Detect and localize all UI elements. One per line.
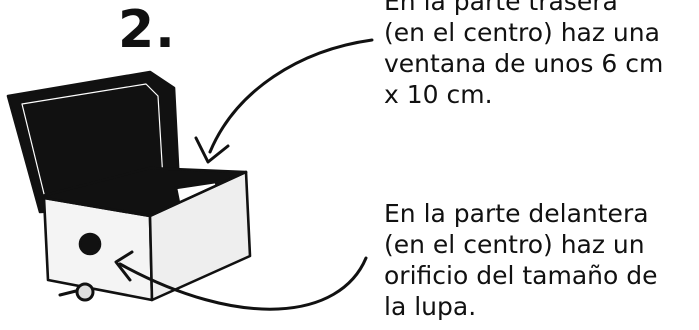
instruction-back: En la parte trasera (en el centro) haz u… [384, 0, 663, 110]
curved-arrow-icon [114, 250, 368, 311]
instruction-front: En la parte delantera (en el centro) haz… [384, 198, 657, 322]
instruction-back-line: En la parte trasera [384, 0, 618, 16]
instruction-front-line: la lupa. [384, 292, 477, 321]
instruction-front-line: orificio del tamaño de [384, 261, 658, 290]
instruction-front-line: (en el centro) haz un [384, 230, 645, 259]
front-hole [78, 232, 102, 256]
instruction-back-line: ventana de unos 6 cm [384, 49, 664, 78]
curved-arrow-icon [194, 38, 374, 164]
magnifying-glass-icon [58, 282, 95, 302]
step-number: 2. [118, 0, 176, 60]
instruction-back-line: (en el centro) haz una [384, 18, 660, 47]
instruction-front-line: En la parte delantera [384, 199, 649, 228]
instruction-back-line: x 10 cm. [384, 80, 493, 109]
shoe-box-icon [6, 70, 252, 302]
